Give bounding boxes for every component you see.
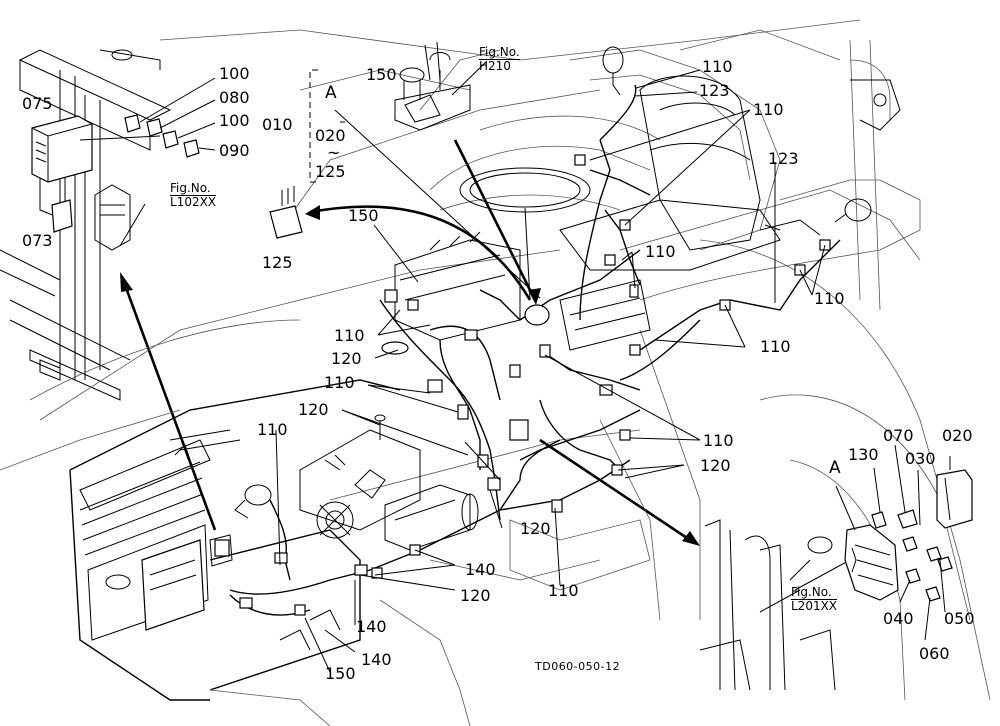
part-label-120: 120 bbox=[460, 586, 491, 605]
tractor-body bbox=[0, 19, 991, 726]
part-label-140: 140 bbox=[356, 617, 387, 636]
bracket-010 bbox=[309, 69, 318, 183]
part-label-110: 110 bbox=[324, 373, 355, 392]
part-label-100: 100 bbox=[219, 111, 250, 130]
part-label-110: 110 bbox=[257, 420, 288, 439]
part-label-075: 075 bbox=[22, 94, 53, 113]
part-label-090: 090 bbox=[219, 141, 250, 160]
part-label-123: 123 bbox=[768, 149, 799, 168]
label-leaders bbox=[119, 61, 951, 673]
part-label-010: 010 bbox=[262, 115, 293, 134]
part-label-020: 020 bbox=[315, 126, 346, 145]
part-label-123: 123 bbox=[699, 81, 730, 100]
engine-area bbox=[209, 414, 479, 651]
callout-a: A bbox=[325, 83, 337, 103]
part-label-110: 110 bbox=[703, 431, 734, 450]
drawing-code: TD060-050-12 bbox=[535, 660, 621, 673]
part-label-110: 110 bbox=[814, 289, 845, 308]
part-label-120: 120 bbox=[331, 349, 362, 368]
part-label-120: 120 bbox=[520, 519, 551, 538]
callout-a-detail: A bbox=[829, 458, 841, 478]
part-label-080: 080 bbox=[219, 88, 250, 107]
fig-title: Fig.No. bbox=[170, 181, 211, 195]
fig-number: L102XX bbox=[170, 195, 217, 209]
switch-h210 bbox=[399, 67, 425, 100]
fuse-relays bbox=[124, 77, 216, 158]
part-label-110: 110 bbox=[702, 57, 733, 76]
relay-125 bbox=[269, 186, 303, 239]
part-label-120: 120 bbox=[298, 400, 329, 419]
harness-connectors bbox=[214, 154, 831, 616]
fig-number: H210 bbox=[479, 59, 520, 73]
part-label-060: 060 bbox=[919, 644, 950, 663]
part-label-050: 050 bbox=[944, 609, 975, 628]
detail-a-fusebox bbox=[699, 469, 973, 691]
part-label-110: 110 bbox=[753, 100, 784, 119]
part-label-110: 110 bbox=[760, 337, 791, 356]
fig-ref-l102: Fig.No. L102XX bbox=[170, 181, 217, 209]
part-label-100: 100 bbox=[219, 64, 250, 83]
fig-title: Fig.No. bbox=[479, 45, 520, 59]
seat bbox=[559, 46, 872, 271]
dashboard bbox=[394, 41, 651, 351]
part-label-110: 110 bbox=[548, 581, 579, 600]
fig-title: Fig.No. bbox=[791, 585, 832, 599]
fig-ref-l201: Fig.No. L201XX bbox=[791, 585, 838, 613]
part-label-073: 073 bbox=[22, 231, 53, 250]
fuse-box-frame bbox=[0, 49, 172, 401]
part-label-125: 125 bbox=[262, 253, 293, 272]
part-label-040: 040 bbox=[883, 609, 914, 628]
part-label-140: 140 bbox=[465, 560, 496, 579]
part-label-125: 125 bbox=[315, 162, 346, 181]
part-label-130: 130 bbox=[848, 445, 879, 464]
part-label-110: 110 bbox=[645, 242, 676, 261]
range-tilde: ~ bbox=[327, 143, 341, 162]
part-label-140: 140 bbox=[361, 650, 392, 669]
fig-number: L201XX bbox=[791, 599, 838, 613]
part-label-120: 120 bbox=[700, 456, 731, 475]
part-label-030: 030 bbox=[905, 449, 936, 468]
part-label-150: 150 bbox=[325, 664, 356, 683]
part-label-150: 150 bbox=[366, 65, 397, 84]
part-label-150: 150 bbox=[348, 206, 379, 225]
part-label-110: 110 bbox=[334, 326, 365, 345]
part-label-070: 070 bbox=[883, 426, 914, 445]
part-label-020: 020 bbox=[942, 426, 973, 445]
fig-ref-h210: Fig.No. H210 bbox=[479, 46, 520, 73]
